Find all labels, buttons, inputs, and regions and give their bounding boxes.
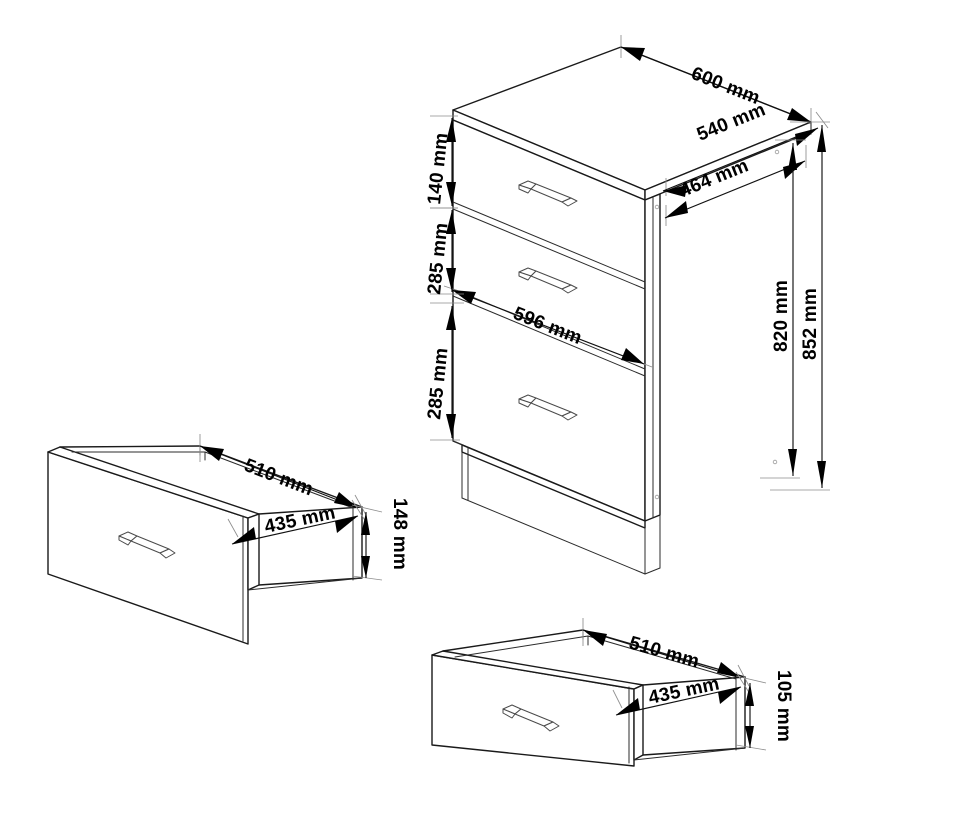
dimension-label-285-middle: 285 mm [424,222,452,296]
dimension-label-105: 105 mm [773,670,794,742]
dimension-105: 105 mm [735,670,794,751]
drawer-handle-top[interactable] [518,180,578,207]
screw-dot-bottom [654,494,660,500]
shallow-drawer-bottom-line [633,747,746,761]
drawer-handle-bottom[interactable] [518,394,578,421]
screw-dot-top [654,204,660,210]
plinth-right-return [644,567,661,575]
shallow-drawer-right-wall [633,684,644,761]
dimension-label-435-tall: 435 mm [263,502,338,538]
dimension-label-148: 148 mm [389,498,410,570]
dimension-820: 820 mm [760,139,806,479]
tall-drawer-figure [47,445,363,645]
screw-dot-low [772,459,778,465]
screw-dot-mid [774,149,780,155]
shallow-drawer-box-top-rear [442,629,746,686]
drawer-gap-line-1b [452,208,646,290]
tall-drawer-handle[interactable] [118,531,176,559]
drawer-gap-line-1 [452,201,646,283]
cabinet-figure [452,46,812,575]
dimension-148: 148 mm [351,498,410,581]
dimension-label-510-tall: 510 mm [241,455,316,500]
plinth-bottom-line [461,497,646,575]
tall-drawer-bottom-line [247,577,363,591]
drawer-gap-line-2b [452,295,646,377]
dimension-label-435-shallow: 435 mm [647,673,722,709]
dimension-852: 852 mm [770,121,830,491]
tall-drawer-box-top-rear [59,445,363,515]
drawer-handle-middle[interactable] [518,267,578,294]
dimension-label-285-bottom: 285 mm [424,347,452,421]
dimension-label-820: 820 mm [771,280,792,352]
dimension-label-852: 852 mm [800,288,821,360]
shallow-drawer-handle[interactable] [502,704,560,732]
dimension-label-140: 140 mm [424,132,452,206]
tall-drawer-right-wall [247,513,260,591]
dimension-label-510-shallow: 510 mm [627,633,702,673]
